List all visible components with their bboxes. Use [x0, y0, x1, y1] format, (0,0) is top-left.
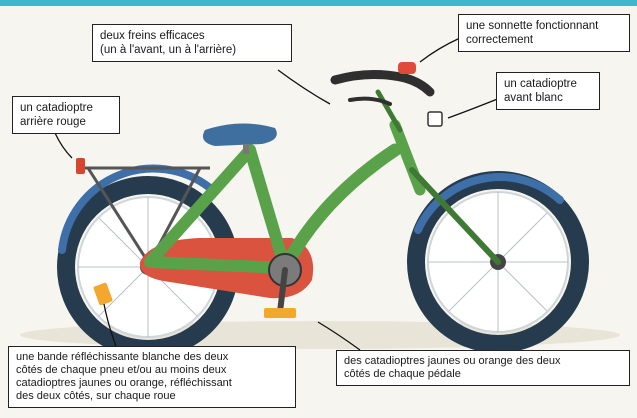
arrow-rear-reflector: [55, 133, 72, 158]
label-bell: une sonnette fonctionnant correctement: [458, 14, 630, 52]
arrow-front-reflector: [448, 98, 500, 118]
front-reflector: [428, 112, 442, 126]
handlebar: [335, 74, 430, 92]
label-rear-reflector: un catadioptre arrière rouge: [12, 96, 120, 134]
pedal-reflector: [264, 308, 296, 318]
arrow-brakes: [278, 70, 330, 104]
bell: [398, 62, 416, 74]
arrow-bell: [420, 38, 460, 62]
label-tyre-band: une bande réfléchissante blanche des deu…: [8, 346, 296, 408]
label-pedal-reflectors: des catadioptres jaunes ou orange des de…: [336, 350, 630, 386]
label-brakes: deux freins efficaces (un à l'avant, un …: [92, 24, 292, 62]
seat: [203, 123, 277, 146]
rear-reflector: [76, 158, 85, 174]
label-front-reflector: un catadioptre avant blanc: [496, 72, 600, 110]
